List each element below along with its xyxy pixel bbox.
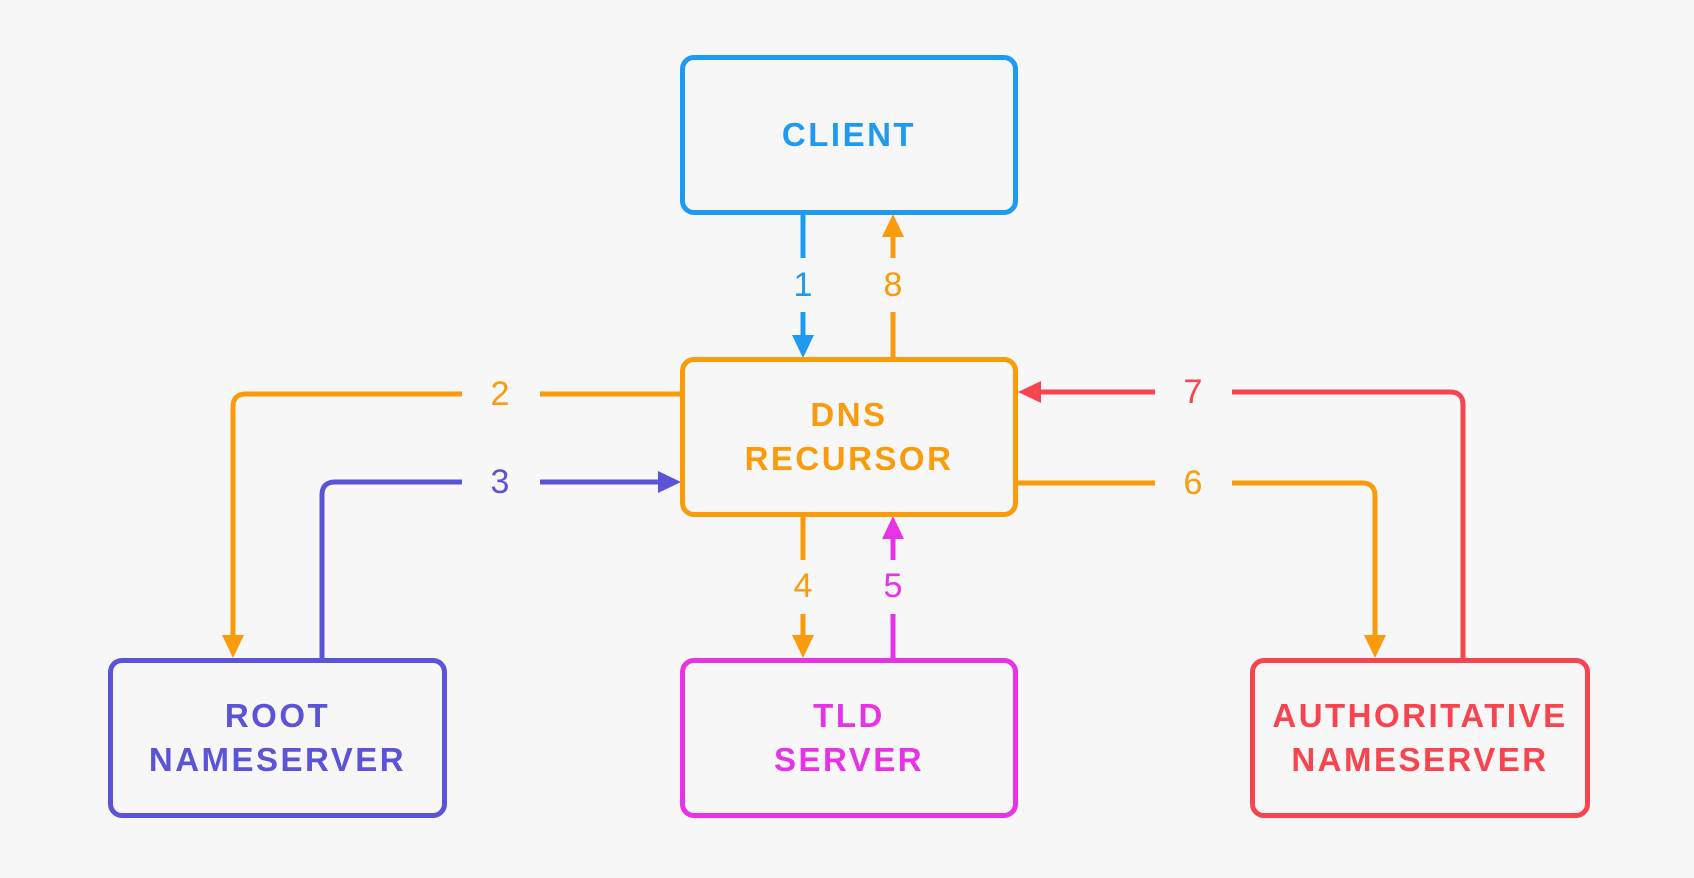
node-root-nameserver-label: ROOT NAMESERVER	[149, 694, 406, 782]
edge-4-arrow	[792, 517, 814, 658]
edge-5-arrow	[882, 516, 904, 658]
edge-label-5: 5	[883, 567, 903, 605]
node-authoritative-nameserver-label-line1: AUTHORITATIVE	[1272, 697, 1568, 734]
node-root-nameserver-label-line1: ROOT	[224, 697, 331, 734]
node-tld-server: TLD SERVER	[680, 658, 1018, 818]
edge-label-6: 6	[1183, 464, 1203, 502]
edge-label-2: 2	[490, 375, 510, 413]
edge-3-arrow	[319, 471, 681, 658]
node-authoritative-nameserver-label-line2: NAMESERVER	[1291, 741, 1549, 778]
edge-7-arrowhead	[1018, 381, 1041, 403]
edge-6-arrow	[1018, 480, 1386, 658]
edge-label-4: 4	[793, 567, 813, 605]
node-root-nameserver: ROOT NAMESERVER	[108, 658, 447, 818]
node-dns-recursor-label-line1: DNS	[810, 396, 888, 433]
edge-4-arrowhead	[792, 635, 814, 658]
edge-3-arrowhead	[658, 471, 681, 493]
node-tld-server-label: TLD SERVER	[774, 694, 924, 782]
node-tld-server-label-line1: TLD	[813, 697, 885, 734]
node-client: CLIENT	[680, 55, 1018, 215]
edge-1-arrowhead	[792, 335, 814, 358]
edge-8-arrow	[882, 214, 904, 357]
edge-2-arrowhead	[222, 635, 244, 658]
node-client-label: CLIENT	[782, 113, 916, 157]
node-dns-recursor: DNS RECURSOR	[680, 357, 1018, 517]
edge-label-8: 8	[883, 266, 903, 304]
node-authoritative-nameserver-label: AUTHORITATIVE NAMESERVER	[1272, 694, 1567, 782]
edge-6-arrowhead	[1364, 635, 1386, 658]
edge-1-arrow	[792, 215, 814, 358]
edge-label-7: 7	[1183, 373, 1203, 411]
node-tld-server-label-line2: SERVER	[773, 741, 925, 778]
edge-8-arrowhead	[882, 214, 904, 237]
node-root-nameserver-label-line2: NAMESERVER	[148, 741, 407, 778]
node-client-label-line1: CLIENT	[781, 116, 917, 153]
edge-7-arrow	[1018, 381, 1466, 658]
node-dns-recursor-label: DNS RECURSOR	[745, 393, 954, 481]
edge-2-arrow	[222, 391, 680, 658]
edge-label-1: 1	[793, 266, 813, 304]
node-dns-recursor-label-line2: RECURSOR	[744, 440, 954, 477]
edge-label-3: 3	[490, 463, 510, 501]
node-authoritative-nameserver: AUTHORITATIVE NAMESERVER	[1250, 658, 1590, 818]
edge-5-arrowhead	[882, 516, 904, 539]
